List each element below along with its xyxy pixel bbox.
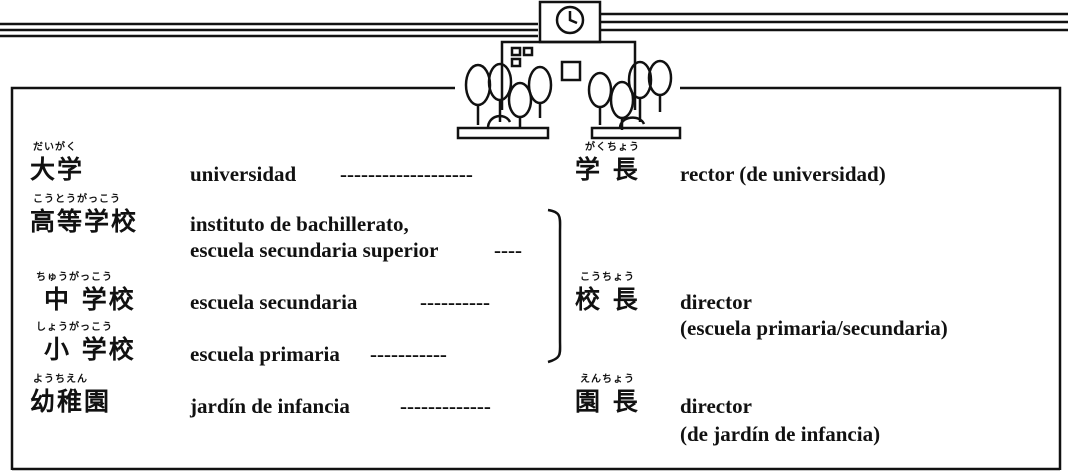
clock-icon: [555, 5, 585, 35]
spanish-escuela-secundaria: escuela secundaria: [190, 290, 358, 314]
connector-row-4: -----------: [370, 342, 447, 366]
furigana-shougakkou: しょうがっこう: [36, 322, 113, 333]
term-koutougakkou: 高等学校: [30, 207, 139, 236]
head-enchou: 園 長: [575, 387, 640, 416]
connector-row-5: -------------: [400, 394, 491, 418]
spanish-escuela-primaria: escuela primaria: [190, 342, 340, 366]
term-youchien: 幼稚園: [30, 387, 112, 416]
furigana-youchien: ようちえん: [33, 374, 88, 385]
head-director-jardin: director: [680, 394, 752, 418]
furigana-kouchou: こうちょう: [580, 272, 635, 283]
spanish-instituto: instituto de bachillerato,: [190, 212, 409, 236]
group-bracket: [547, 208, 562, 364]
furigana-daigaku: だいがく: [33, 142, 77, 153]
head-escuela-primaria-secundaria: (escuela primaria/secundaria): [680, 316, 948, 340]
spanish-jardin-de-infancia: jardín de infancia: [190, 394, 350, 418]
spanish-escuela-secundaria-superior: escuela secundaria superior: [190, 238, 439, 262]
furigana-gakucho: がくちょう: [585, 142, 640, 153]
furigana-chuugakkou: ちゅうがっこう: [36, 272, 113, 283]
furigana-enchou: えんちょう: [580, 374, 635, 385]
spanish-universidad: universidad: [190, 162, 297, 186]
term-daigaku: 大学: [30, 155, 85, 184]
furigana-koutougakkou: こうとうがっこう: [33, 194, 121, 205]
term-chuugakkou: 中 学校: [44, 285, 136, 314]
head-rector: rector (de universidad): [680, 162, 886, 186]
head-de-jardin-de-infancia: (de jardín de infancia): [680, 422, 881, 446]
head-gakucho: 学 長: [575, 155, 640, 184]
term-shougakkou: 小 学校: [44, 335, 136, 364]
connector-row-1: -------------------: [340, 162, 473, 186]
school-building-icon: [456, 0, 682, 140]
head-director-escuela: director: [680, 290, 752, 314]
connector-row-2: ----: [494, 238, 522, 262]
connector-row-3: ----------: [420, 290, 490, 314]
head-kouchou: 校 長: [575, 285, 640, 314]
